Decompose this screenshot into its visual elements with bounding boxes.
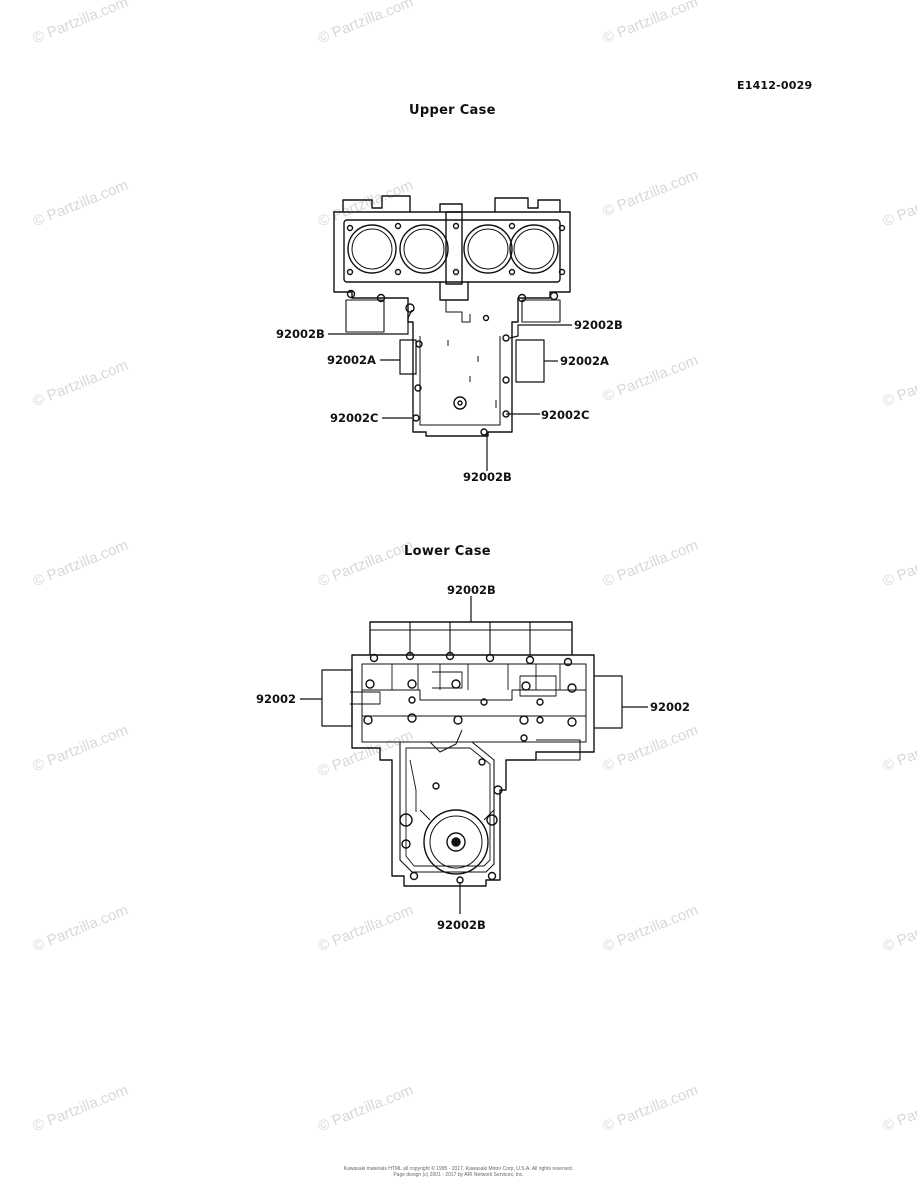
part-label-lower-top-b[interactable]: 92002B: [447, 583, 496, 597]
lower-case-title: Lower Case: [404, 544, 491, 559]
upper-case-title: Upper Case: [409, 103, 496, 118]
copyright-line: Kawasaki materials HTML all copyright © …: [343, 1166, 574, 1172]
copyright-footer: Kawasaki materials HTML all copyright © …: [0, 1166, 917, 1178]
part-label-upper-right-c[interactable]: 92002C: [541, 408, 590, 422]
part-label-lower-right[interactable]: 92002: [650, 700, 691, 714]
part-label-lower-bottom-b[interactable]: 92002B: [437, 918, 486, 932]
lower-case-drawing: [321, 621, 623, 887]
part-label-upper-right-a[interactable]: 92002A: [560, 354, 609, 368]
diagram-ref-code: E1412-0029: [737, 79, 813, 92]
upper-case-drawing: [333, 195, 571, 437]
part-label-upper-bottom-b[interactable]: 92002B: [463, 470, 512, 484]
part-label-lower-left[interactable]: 92002: [256, 692, 297, 706]
part-label-upper-left-c[interactable]: 92002C: [330, 411, 379, 425]
copyright-line: Page design (c) 2001 - 2017 by ARI Netwo…: [393, 1172, 524, 1178]
part-label-upper-left-a[interactable]: 92002A: [327, 353, 376, 367]
part-label-upper-left-b[interactable]: 92002B: [276, 327, 325, 341]
lower-leader-lines: [300, 596, 648, 914]
upper-leader-lines: [328, 309, 572, 471]
part-label-upper-right-b[interactable]: 92002B: [574, 318, 623, 332]
